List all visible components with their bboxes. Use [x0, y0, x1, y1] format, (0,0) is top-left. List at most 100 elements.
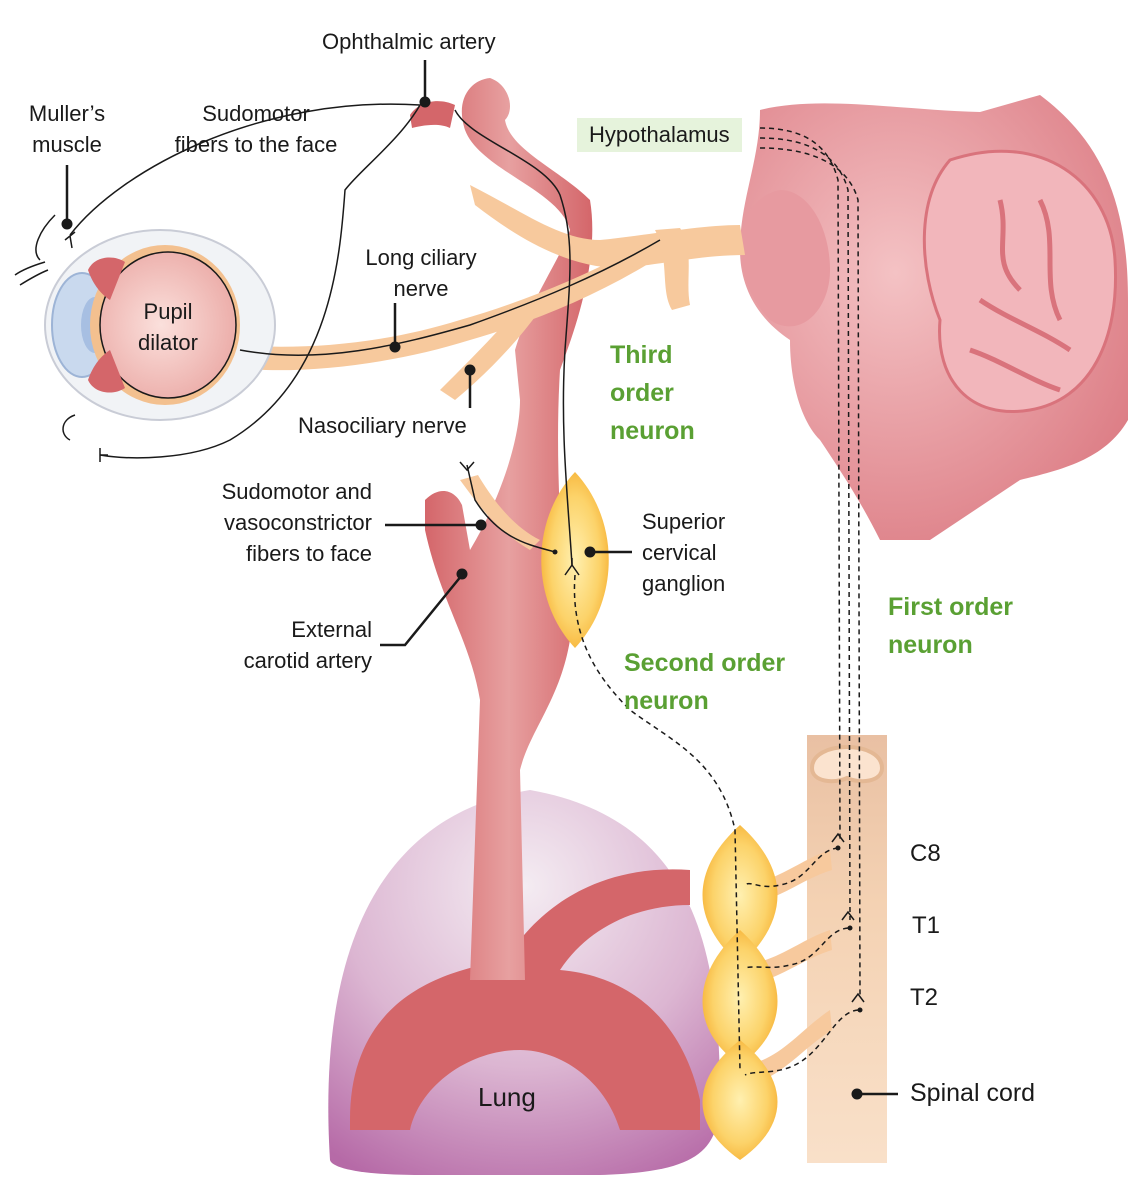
label-pupil-dilator-line1: Pupil: [143, 299, 193, 324]
label-sudomotor-vaso-line3: fibers to face: [246, 541, 372, 566]
label-first-order-line2: neuron: [888, 631, 973, 659]
ganglion-to-face-fiber: [466, 464, 556, 553]
label-mullers-muscle: Muller’s muscle: [20, 98, 114, 160]
label-pupil-dilator: Pupil dilator: [118, 296, 218, 358]
synapse-muller: [64, 231, 76, 249]
eye-inner: [99, 251, 237, 399]
synapse-t1: [841, 910, 855, 921]
dot-long-ciliary: [389, 341, 401, 353]
dot-muller: [61, 218, 73, 230]
label-hypothalamus: Hypothalamus: [577, 118, 742, 152]
label-sudomotor-vasoconstrictor: Sudomotor and vasoconstrictor fibers to …: [180, 476, 372, 569]
trigeminal-nerve-shape: [470, 185, 745, 268]
spinal-cord-cross-section: [809, 745, 885, 784]
label-sudomotor-vaso-line2: vasoconstrictor: [224, 510, 372, 535]
first-order-line-2: [759, 137, 851, 921]
label-mullers-muscle-line2: muscle: [32, 132, 102, 157]
label-c8: C8: [910, 840, 941, 867]
label-long-ciliary-line2: nerve: [393, 276, 449, 301]
dot-scg: [584, 546, 596, 558]
eyelid-lower: [62, 414, 76, 441]
dot-sudomotor-vaso: [475, 519, 487, 531]
brain: [740, 95, 1128, 540]
synapse-c8: [831, 832, 845, 843]
dot-synapse-scg: [552, 549, 558, 555]
synapse-markers: [64, 231, 865, 1003]
label-superior-cervical-ganglion: Superior cervical ganglion: [642, 506, 725, 599]
superior-cervical-ganglion-shape: [541, 472, 609, 648]
label-external-carotid-line2: carotid artery: [243, 648, 372, 673]
sympathetic-chain-ganglion-1: [702, 825, 778, 965]
iris-top: [88, 257, 125, 300]
aortic-arch: [350, 869, 700, 1130]
lash-marks: [14, 261, 49, 286]
label-external-carotid-line1: External: [291, 617, 372, 642]
fiber-lines: [69, 103, 661, 566]
label-first-order-neuron: First order neuron: [888, 588, 1013, 664]
ramus-t2: [745, 1010, 832, 1085]
synapse-lower: [99, 448, 108, 462]
trigeminal-branch: [655, 228, 690, 310]
label-sudomotor-face-line2: fibers to the face: [174, 132, 338, 157]
label-sudomotor-face: Sudomotor fibers to the face: [150, 98, 362, 160]
synapse-upper-face: [459, 461, 475, 472]
label-external-carotid-artery: External carotid artery: [200, 614, 372, 676]
label-scg-line2: cervical: [642, 540, 717, 565]
dashed-fibers: [573, 127, 861, 1076]
cerebellum-folia: [969, 198, 1072, 393]
preganglionic-t2: [744, 1009, 859, 1076]
label-long-ciliary-line1: Long ciliary: [365, 245, 477, 270]
first-order-line-3: [759, 147, 861, 996]
label-ophthalmic-artery: Ophthalmic artery: [322, 29, 496, 54]
sudomotor-branch-shape: [460, 475, 540, 550]
pons-bulge: [741, 190, 830, 327]
label-nasociliary-nerve: Nasociliary nerve: [298, 413, 467, 438]
label-spinal-cord: Spinal cord: [910, 1079, 1036, 1107]
label-scg-line1: Superior: [642, 509, 726, 534]
label-sudomotor-face-line1: Sudomotor: [202, 101, 310, 126]
ganglia: [541, 472, 778, 1160]
first-order-line-1: [759, 127, 841, 841]
third-order-to-ciliary: [239, 239, 661, 356]
label-third-order-line2: order: [610, 379, 674, 407]
leader-external-carotid: [380, 574, 463, 647]
label-sudomotor-vaso-line1: Sudomotor and: [221, 479, 372, 504]
label-t2: T2: [910, 984, 939, 1011]
preganglionic-t1: [744, 927, 849, 969]
leader-dots: [61, 96, 863, 1100]
label-third-order-line3: neuron: [610, 417, 695, 445]
dot-spinal-cord: [851, 1088, 863, 1100]
dot-t1: [847, 925, 853, 931]
second-order-line: [573, 574, 741, 1071]
leader-lines: [65, 60, 898, 1096]
synapse-scg: [564, 558, 580, 576]
label-pupil-dilator-line2: dilator: [138, 330, 198, 355]
nasociliary-nerve-shape: [440, 300, 540, 400]
ophthalmic-artery-stub: [410, 101, 455, 128]
label-third-order-line1: Third: [610, 341, 673, 369]
label-lung: Lung: [478, 1082, 536, 1112]
dot-c8: [835, 845, 841, 851]
dot-ophthalmic: [419, 96, 431, 108]
long-ciliary-nerve-shape: [235, 235, 670, 371]
iris-bottom: [88, 350, 125, 393]
synapse-t2: [851, 992, 865, 1003]
label-t1: T1: [912, 912, 941, 939]
sympathetic-chain-ganglion-2: [702, 930, 778, 1065]
sympathetic-chain-ganglion-3: [702, 1040, 778, 1160]
label-third-order-neuron: Third order neuron: [610, 336, 695, 450]
dot-nasociliary: [464, 364, 476, 376]
third-order-neuron-line: [454, 109, 573, 566]
eye: [14, 214, 276, 441]
eyelid-upper: [35, 214, 56, 261]
dot-external-carotid: [456, 568, 468, 580]
label-first-order-line1: First order: [888, 593, 1014, 621]
label-second-order-line2: neuron: [624, 687, 709, 715]
label-long-ciliary-nerve: Long ciliary nerve: [350, 242, 492, 304]
spinal-cord: [807, 735, 887, 1163]
label-second-order-line1: Second order: [624, 649, 786, 677]
label-scg-line3: ganglion: [642, 571, 726, 596]
label-second-order-neuron: Second order neuron: [624, 644, 785, 720]
sudomotor-fiber-loop: [69, 103, 422, 459]
